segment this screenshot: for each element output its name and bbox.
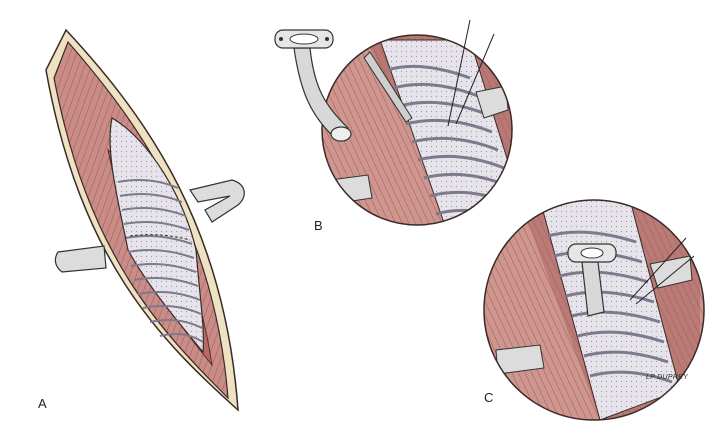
retractor-right — [189, 179, 245, 223]
stay-suture — [447, 19, 471, 127]
retractor-c-right — [649, 255, 693, 289]
stay-suture — [629, 237, 687, 301]
panel-label-c: C — [484, 390, 494, 405]
panel-a-incision — [45, 28, 245, 412]
incision-dashed-line — [129, 234, 191, 241]
panel-b-circle — [274, 19, 513, 226]
panel-label-a: A — [38, 396, 47, 411]
stay-suture — [455, 33, 495, 125]
panel-label-b: B — [314, 218, 323, 233]
tracheal-rings — [117, 179, 204, 343]
stay-suture — [635, 255, 695, 305]
retractor-b-right — [475, 85, 509, 119]
artist-signature: LP DUPREY — [646, 374, 689, 381]
hook-instrument — [363, 51, 413, 123]
retractor-left — [54, 245, 107, 273]
tube-tip — [330, 126, 352, 142]
panel-c-circle — [483, 199, 705, 421]
